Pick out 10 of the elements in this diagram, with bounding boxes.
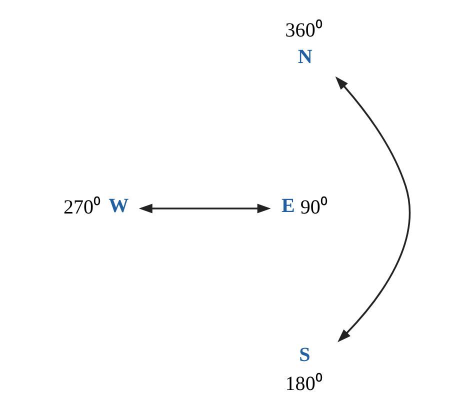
node-label: 90⁰ [300,196,328,218]
arrow [138,204,271,214]
node-text: N [298,46,312,68]
node-text: S [299,344,310,366]
node-label: 360⁰ [285,20,322,42]
arrow [335,76,411,342]
node-label: 270⁰ [64,196,101,218]
node-text: W [108,195,129,218]
node-text: E [282,195,295,218]
node-label: 180⁰ [285,372,322,395]
